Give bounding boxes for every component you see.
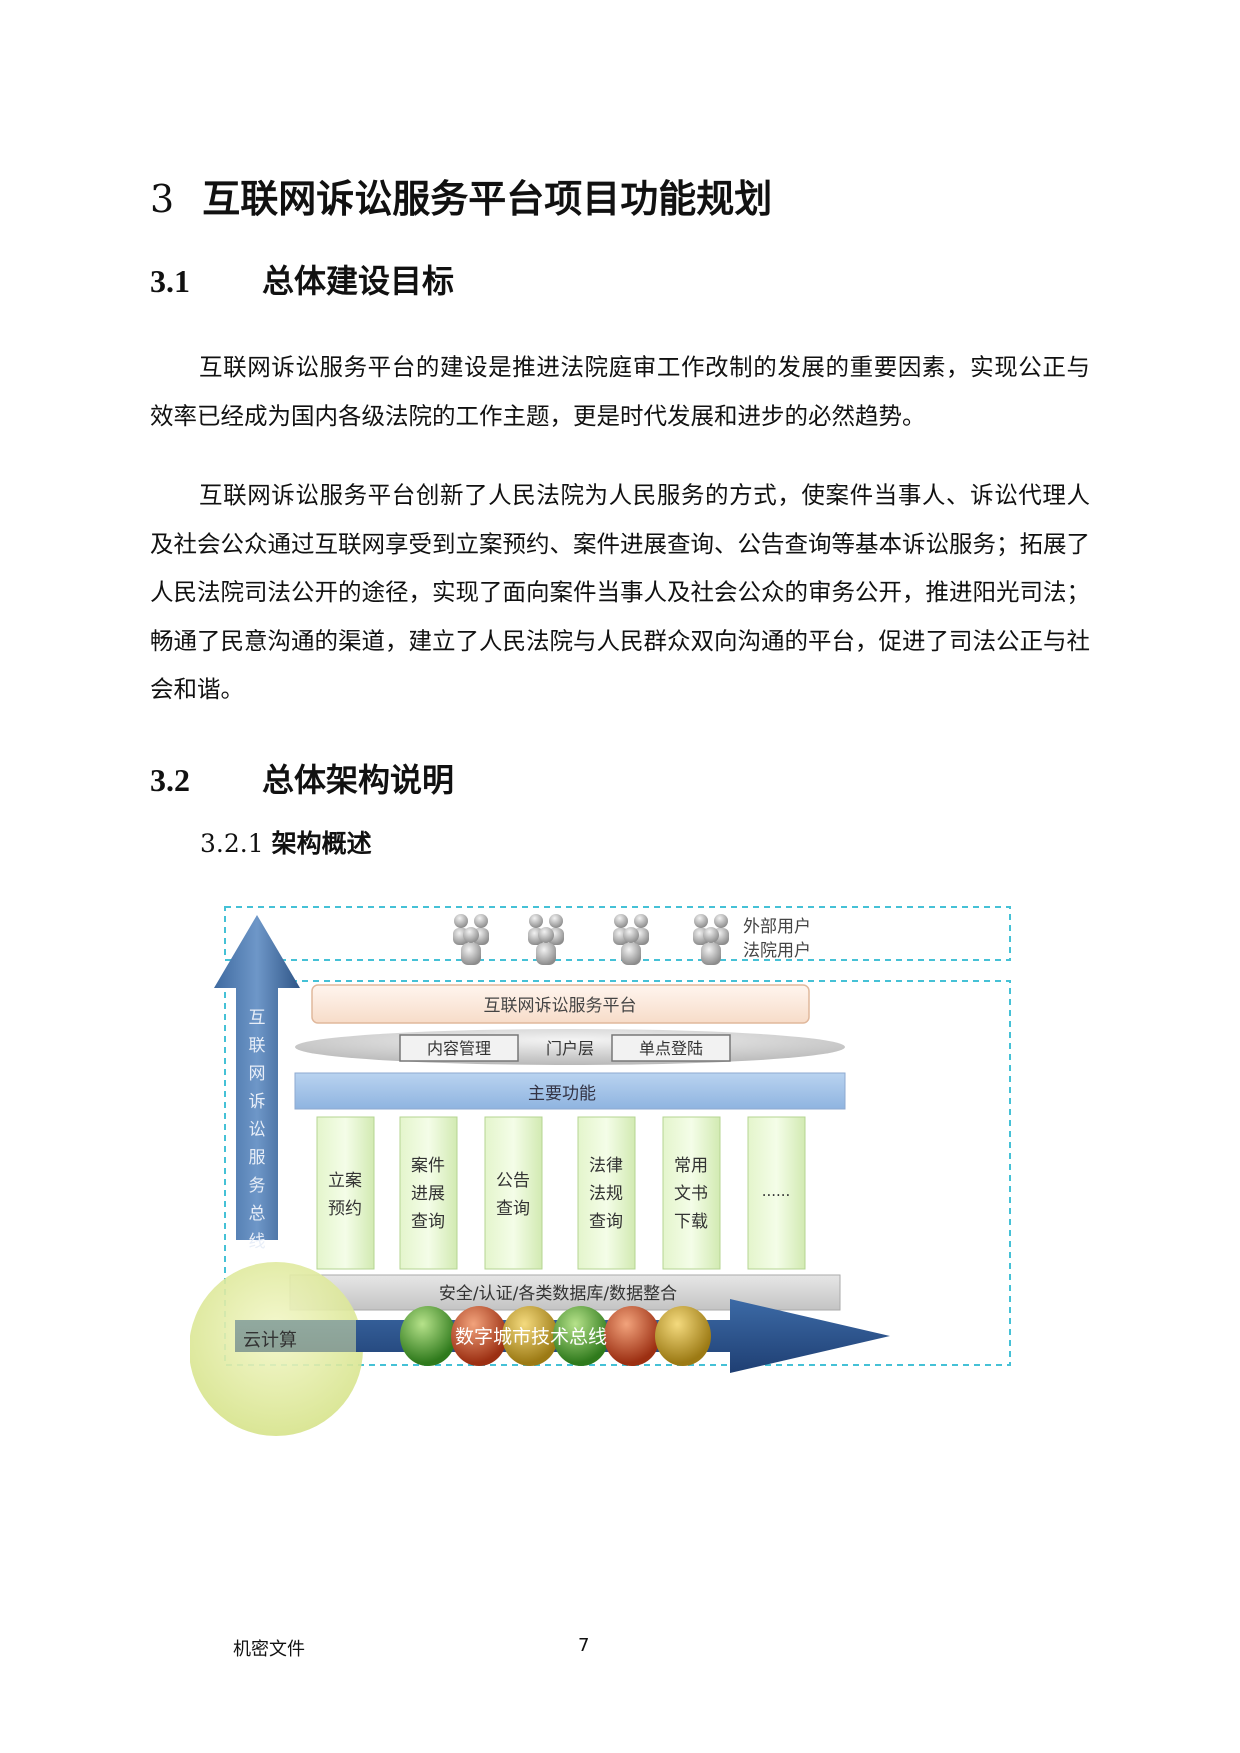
pillar-text: 公告 <box>496 1171 530 1191</box>
bus-char: 服 <box>249 1148 266 1168</box>
function-pillars: 立案 预约 案件 进展 查询 公告 查询 法律 法规 查询 常用 文书 下载 .… <box>316 1116 806 1270</box>
cloud-overlay <box>235 1320 356 1352</box>
pillar-text: 查询 <box>496 1199 530 1219</box>
user-group-icon <box>453 914 729 965</box>
pillar-text: 查询 <box>411 1212 445 1232</box>
paragraph-1: 互联网诉讼服务平台的建设是推进法院庭审工作改制的发展的重要因素，实现公正与效率已… <box>150 353 1090 430</box>
ball-icon <box>553 1306 609 1366</box>
pillar <box>316 1116 375 1270</box>
single-sign-on-label: 单点登陆 <box>639 1039 703 1058</box>
footer-confidential: 机密文件 <box>233 1639 305 1660</box>
platform-label: 互联网诉讼服务平台 <box>484 996 637 1016</box>
ball-icon <box>655 1306 711 1366</box>
content-management-box <box>399 1034 519 1062</box>
pillar-text: 文书 <box>674 1184 708 1204</box>
ball-icon <box>400 1306 456 1366</box>
platform-bar <box>311 984 810 1024</box>
pillar <box>577 1116 636 1270</box>
bus-char: 讼 <box>249 1120 266 1140</box>
subsection-number: 3.2 <box>150 762 190 798</box>
ball-icon <box>604 1306 660 1366</box>
subsection-number: 3.1 <box>150 263 190 299</box>
pillar-text: 常用 <box>674 1156 708 1176</box>
pillar-text: 法律 <box>589 1156 623 1176</box>
single-sign-on-box <box>611 1034 731 1062</box>
section-number: 3 <box>150 177 175 221</box>
pillar <box>484 1116 543 1270</box>
pillar <box>399 1116 458 1270</box>
subsubsection-number: 3.2.1 <box>200 829 264 858</box>
architecture-diagram: 外部用户 法院用户 互 联 网 诉 讼 服 务 总 线 互联网诉讼服务平台 内容… <box>190 906 1011 1436</box>
portal-label: 门户层 <box>546 1039 594 1058</box>
pillar-text: 进展 <box>411 1184 445 1204</box>
bus-char: 总 <box>249 1204 266 1224</box>
page-number: 7 <box>578 1635 590 1656</box>
pillar-text: 案件 <box>411 1156 445 1176</box>
user-label-court: 法院用户 <box>743 941 811 961</box>
subsection-title: 总体建设目标 <box>262 262 455 300</box>
pillar-text: 立案 <box>328 1171 362 1191</box>
pillar-text: 下载 <box>674 1212 708 1232</box>
vertical-bus-arrow <box>214 915 300 1240</box>
bus-node-icons <box>400 1306 711 1366</box>
subsubsection-heading: 3.2.1 架构概述 <box>200 824 372 860</box>
bus-char: 线 <box>249 1232 266 1252</box>
main-functions-bar <box>294 1072 846 1110</box>
bus-char: 网 <box>249 1064 266 1084</box>
base-layer-label: 安全/认证/各类数据库/数据整合 <box>439 1284 677 1304</box>
tech-bus-label: 数字城市技术总线 <box>455 1326 607 1348</box>
pillar-text: ...... <box>762 1182 791 1200</box>
content-management-label: 内容管理 <box>427 1039 491 1058</box>
paragraph-2: 互联网诉讼服务平台创新了人民法院为人民服务的方式，使案件当事人、诉讼代理人及社会… <box>150 481 1090 703</box>
user-label-external: 外部用户 <box>743 917 811 937</box>
ball-icon <box>502 1306 558 1366</box>
pillar-text: 查询 <box>589 1212 623 1232</box>
ball-icon <box>451 1306 507 1366</box>
main-functions-label: 主要功能 <box>528 1084 596 1104</box>
bus-char: 诉 <box>249 1092 266 1112</box>
section-title: 互联网诉讼服务平台项目功能规划 <box>202 177 773 221</box>
pillar-text: 法规 <box>589 1184 623 1204</box>
section-heading: 3 互联网诉讼服务平台项目功能规划 <box>150 168 772 223</box>
pillar <box>662 1116 721 1270</box>
pillar <box>747 1116 806 1270</box>
bus-char: 互 <box>249 1008 266 1028</box>
pillar-text: 预约 <box>328 1199 362 1219</box>
cloud-label: 云计算 <box>243 1330 297 1351</box>
subsubsection-title: 架构概述 <box>271 829 372 858</box>
subsection-heading-3-1: 3.1 总体建设目标 <box>150 256 454 302</box>
subsection-heading-3-2: 3.2 总体架构说明 <box>150 755 454 801</box>
platform-region <box>224 980 1011 1366</box>
bus-char: 联 <box>249 1036 266 1056</box>
bus-char: 务 <box>249 1176 266 1196</box>
subsection-title: 总体架构说明 <box>262 761 455 799</box>
